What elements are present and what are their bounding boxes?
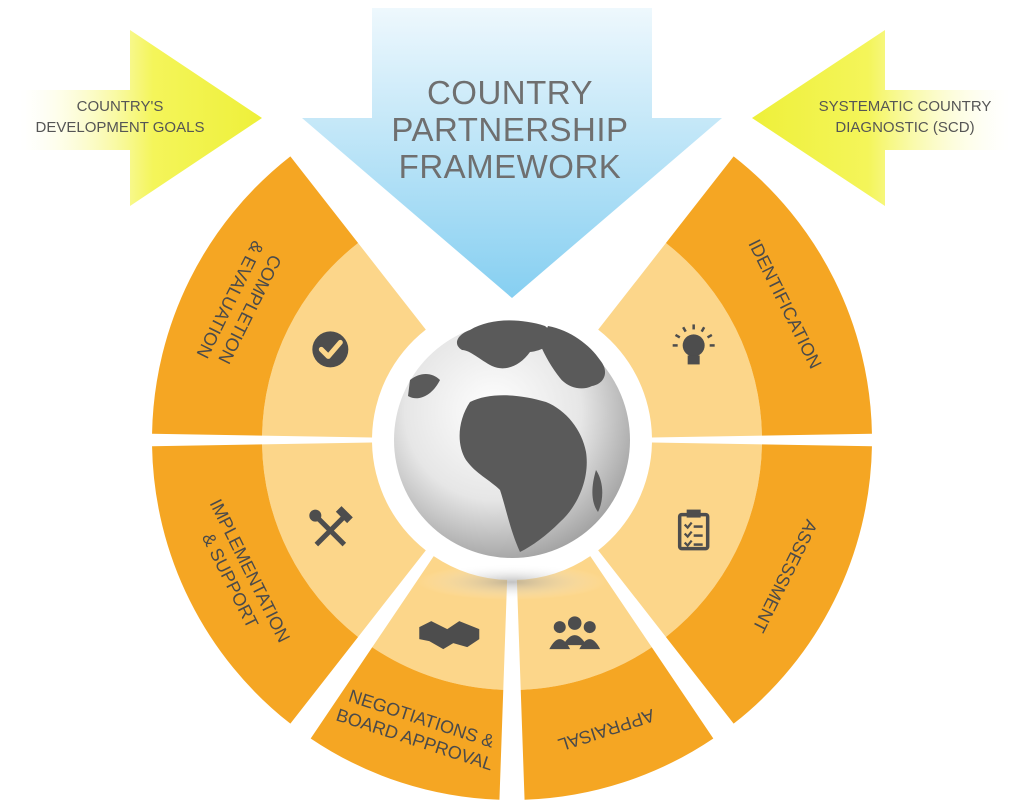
stage-segment-outer: [152, 444, 359, 724]
stage-segment-outer: [520, 647, 714, 800]
stage-segment: IDENTIFICATION: [598, 156, 872, 438]
globe-icon: [394, 320, 630, 558]
framework-arrow: [302, 8, 722, 298]
title-line-3: FRAMEWORK: [398, 148, 622, 185]
stage-segment-inner: [598, 242, 762, 438]
left-input-arrow: [20, 30, 262, 206]
stage-segment-outer: [665, 156, 872, 436]
title-line-1: COUNTRY: [426, 74, 594, 111]
left-input-label: COUNTRY'S DEVELOPMENT GOALS: [0, 96, 240, 138]
handshake-icon: [419, 621, 480, 650]
page-title: COUNTRY PARTNERSHIP FRAMEWORK: [360, 74, 660, 185]
stage-segment-outer: [310, 647, 504, 800]
stage-segment-outer: [152, 156, 359, 436]
right-input-arrow: [752, 30, 1010, 206]
right-input-label: SYSTEMATIC COUNTRY DIAGNOSTIC (SCD): [780, 96, 1030, 138]
checkmark-icon: [312, 331, 349, 368]
stage-segment-outer: [665, 444, 872, 724]
right-input-line-2: DIAGNOSTIC (SCD): [835, 119, 975, 136]
globe-shadow: [417, 564, 607, 600]
left-input-line-1: COUNTRY'S: [76, 98, 164, 115]
tools-icon: [309, 506, 353, 547]
left-input-line-2: DEVELOPMENT GOALS: [35, 119, 205, 136]
lightbulb-icon: [672, 324, 715, 365]
stage-segment: ASSESSMENT: [598, 442, 872, 724]
people-group-icon: [549, 616, 601, 650]
stage-segment: IMPLEMENTATION& SUPPORT: [152, 442, 426, 724]
right-input-line-1: SYSTEMATIC COUNTRY: [818, 98, 992, 115]
stage-segment: COMPLETION& EVALUATION: [152, 156, 426, 438]
clipboard-checklist-icon: [677, 509, 710, 551]
stage-segment-inner: [262, 442, 426, 638]
title-line-2: PARTNERSHIP: [391, 111, 629, 148]
